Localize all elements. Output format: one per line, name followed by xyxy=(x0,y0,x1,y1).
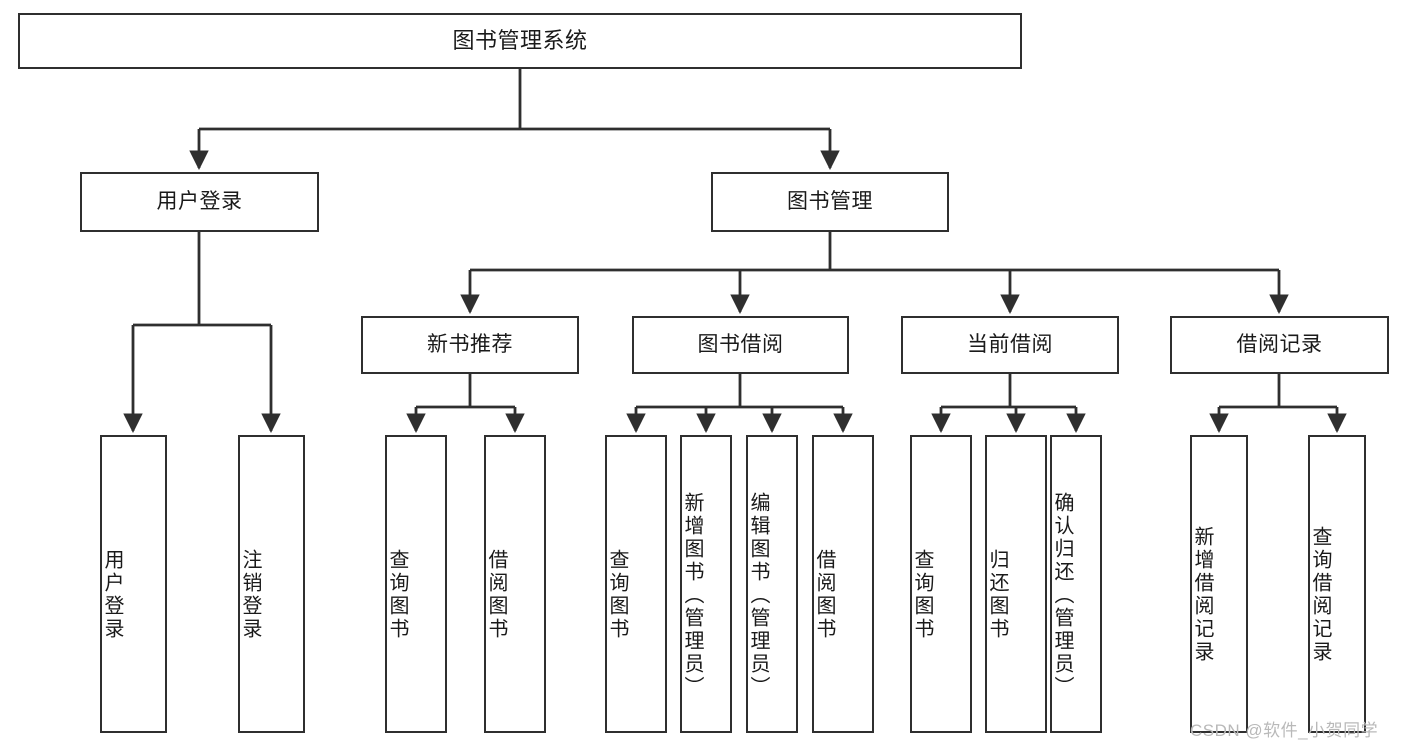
node-leaves-11[interactable]: 新增借阅记录 xyxy=(1190,435,1248,733)
node-leaves-7-label: 借阅图书 xyxy=(813,549,835,641)
node-level2-1-label: 图书管理 xyxy=(787,189,873,213)
node-level3-3-label: 借阅记录 xyxy=(1236,332,1323,356)
node-leaves-3[interactable]: 借阅图书 xyxy=(484,435,546,733)
node-leaves-6[interactable]: 编辑图书（管理员） xyxy=(746,435,798,733)
node-level3-0-label: 新书推荐 xyxy=(427,332,513,356)
node-leaves-10-label: 确认归还（管理员） xyxy=(1051,491,1073,699)
node-leaves-9[interactable]: 归还图书 xyxy=(985,435,1047,733)
node-leaves-7[interactable]: 借阅图书 xyxy=(812,435,874,733)
node-level2-0[interactable]: 用户登录 xyxy=(80,172,319,232)
node-leaves-5[interactable]: 新增图书（管理员） xyxy=(680,435,732,733)
node-level3-2-label: 当前借阅 xyxy=(967,332,1053,356)
node-leaves-0-label: 用户登录 xyxy=(101,549,123,641)
node-root-system[interactable]: 图书管理系统 xyxy=(18,13,1022,69)
node-level3-0[interactable]: 新书推荐 xyxy=(361,316,579,374)
node-root-label: 图书管理系统 xyxy=(452,28,588,54)
node-leaves-8-label: 查询图书 xyxy=(911,549,933,641)
node-leaves-3-label: 借阅图书 xyxy=(485,549,507,641)
node-level3-2[interactable]: 当前借阅 xyxy=(901,316,1119,374)
node-leaves-9-label: 归还图书 xyxy=(986,549,1008,641)
node-leaves-12-label: 查询借阅记录 xyxy=(1309,526,1331,664)
node-level3-1[interactable]: 图书借阅 xyxy=(632,316,849,374)
node-leaves-1-label: 注销登录 xyxy=(239,549,261,641)
node-leaves-2[interactable]: 查询图书 xyxy=(385,435,447,733)
node-leaves-10[interactable]: 确认归还（管理员） xyxy=(1050,435,1102,733)
watermark: CSDN @软件_小贺同学 xyxy=(1190,721,1379,740)
node-leaves-2-label: 查询图书 xyxy=(386,549,408,641)
node-level3-1-label: 图书借阅 xyxy=(697,332,784,356)
node-leaves-0[interactable]: 用户登录 xyxy=(100,435,167,733)
node-leaves-4[interactable]: 查询图书 xyxy=(605,435,667,733)
node-leaves-5-label: 新增图书（管理员） xyxy=(681,491,703,699)
node-level2-1[interactable]: 图书管理 xyxy=(711,172,949,232)
node-leaves-1[interactable]: 注销登录 xyxy=(238,435,305,733)
node-level3-3[interactable]: 借阅记录 xyxy=(1170,316,1389,374)
node-leaves-4-label: 查询图书 xyxy=(606,549,628,641)
node-leaves-12[interactable]: 查询借阅记录 xyxy=(1308,435,1366,733)
node-leaves-11-label: 新增借阅记录 xyxy=(1191,526,1213,664)
node-leaves-8[interactable]: 查询图书 xyxy=(910,435,972,733)
node-leaves-6-label: 编辑图书（管理员） xyxy=(747,491,769,699)
node-level2-0-label: 用户登录 xyxy=(156,189,243,213)
